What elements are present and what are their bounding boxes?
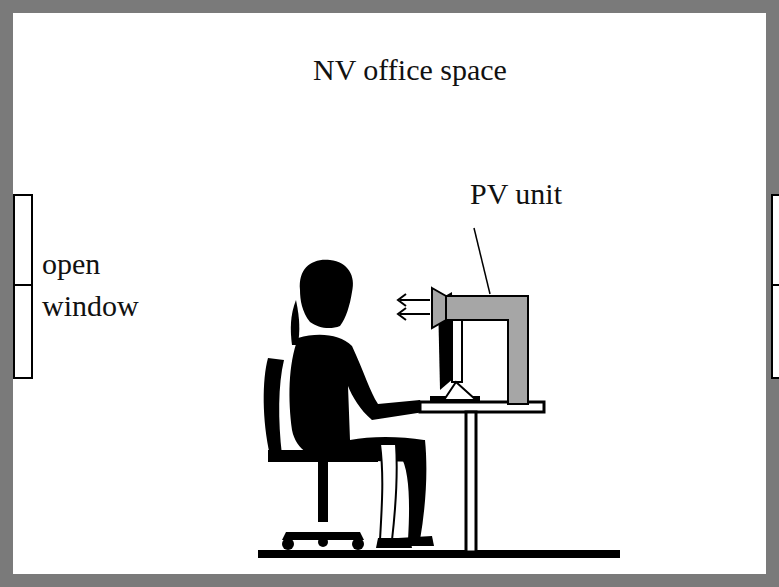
window-pane [772, 285, 779, 378]
room-title: NV office space [313, 52, 507, 88]
window-label: open window [42, 243, 172, 327]
desk [420, 396, 544, 552]
floor [258, 550, 620, 558]
window-pane [14, 195, 32, 285]
window-pane [772, 195, 779, 285]
leader-line [474, 228, 490, 294]
part-label: PV unit [470, 176, 562, 212]
seated-person [290, 260, 434, 548]
pv-unit [398, 288, 528, 404]
window-pane [14, 285, 32, 378]
